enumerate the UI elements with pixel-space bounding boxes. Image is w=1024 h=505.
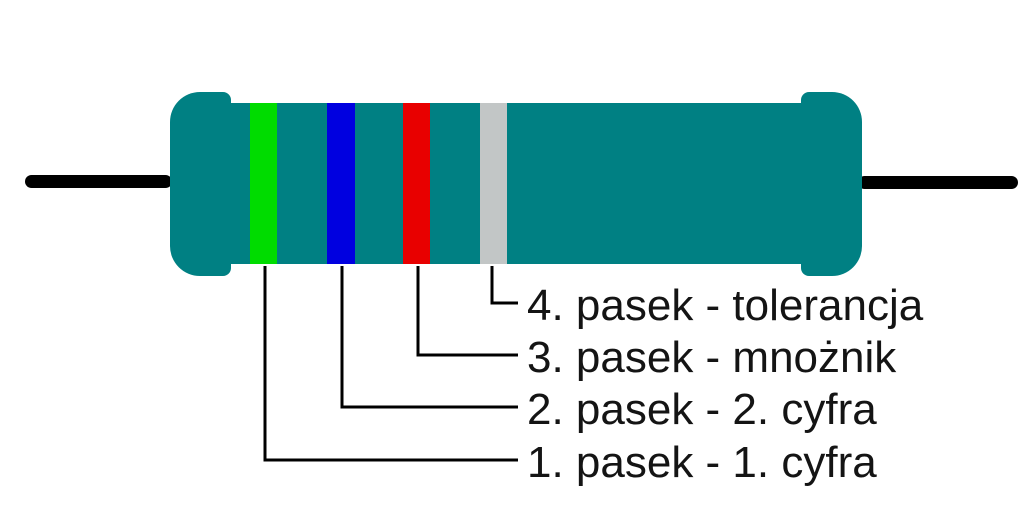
label-band-4-tolerance: 4. pasek - tolerancja (527, 281, 924, 330)
resistor-body (226, 103, 805, 264)
band-2-second-digit (327, 103, 355, 264)
resistor-cap-right (801, 92, 862, 276)
connector-line-band-2 (340, 266, 518, 409)
resistor-lead-left (25, 175, 172, 188)
resistor-lead-right (858, 176, 1018, 189)
connector-line-band-3 (416, 266, 518, 357)
band-4-tolerance (480, 103, 507, 264)
band-1-first-digit (250, 103, 277, 264)
band-3-multiplier (403, 103, 430, 264)
resistor-cap-left (170, 92, 231, 276)
connector-line-band-4 (490, 266, 518, 305)
connector-line-band-1 (263, 266, 518, 462)
label-band-3-multiplier: 3. pasek - mnożnik (527, 333, 897, 382)
label-band-1-first-digit: 1. pasek - 1. cyfra (527, 438, 877, 487)
label-band-2-second-digit: 2. pasek - 2. cyfra (527, 385, 877, 434)
